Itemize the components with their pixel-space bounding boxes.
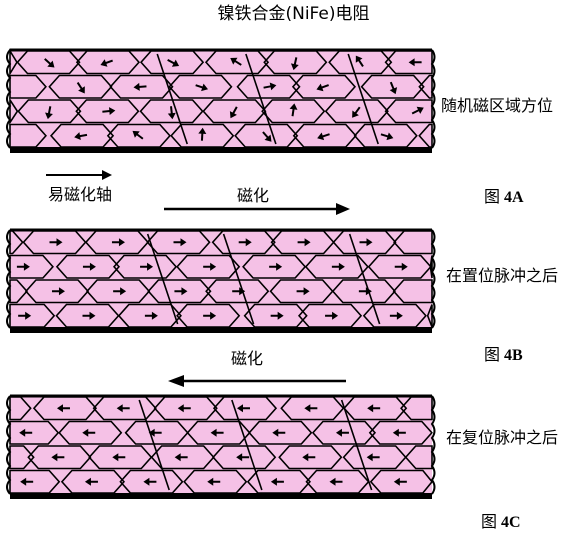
state-label-reset: 在复位脉冲之后 [446, 428, 559, 447]
easy-axis-label: 易磁化轴 [48, 185, 113, 204]
domain-cells [9, 230, 433, 328]
diagram-title: 镍铁合金(NiFe)电阻 [217, 4, 370, 24]
figure-label-4c: 图 4C [481, 514, 521, 531]
domain-cells [9, 48, 433, 148]
figure-label-4a: 图 4A [484, 189, 524, 206]
film-strip-random [6, 48, 436, 153]
magnetization-label-right: 磁化 [237, 186, 270, 205]
magnetization-label-left: 磁化 [231, 349, 264, 368]
domain-cells [9, 396, 434, 494]
film-strip-reset [6, 394, 436, 499]
film-strip-set [6, 228, 436, 333]
magnetization-arrow-left [168, 375, 346, 387]
magnetization-arrow-right [164, 203, 350, 215]
easy-axis-arrow [46, 170, 112, 180]
state-label-set: 在置位脉冲之后 [446, 266, 559, 285]
figure-label-4b: 图 4B [484, 347, 523, 364]
state-label-random: 随机磁区域方位 [441, 96, 554, 115]
